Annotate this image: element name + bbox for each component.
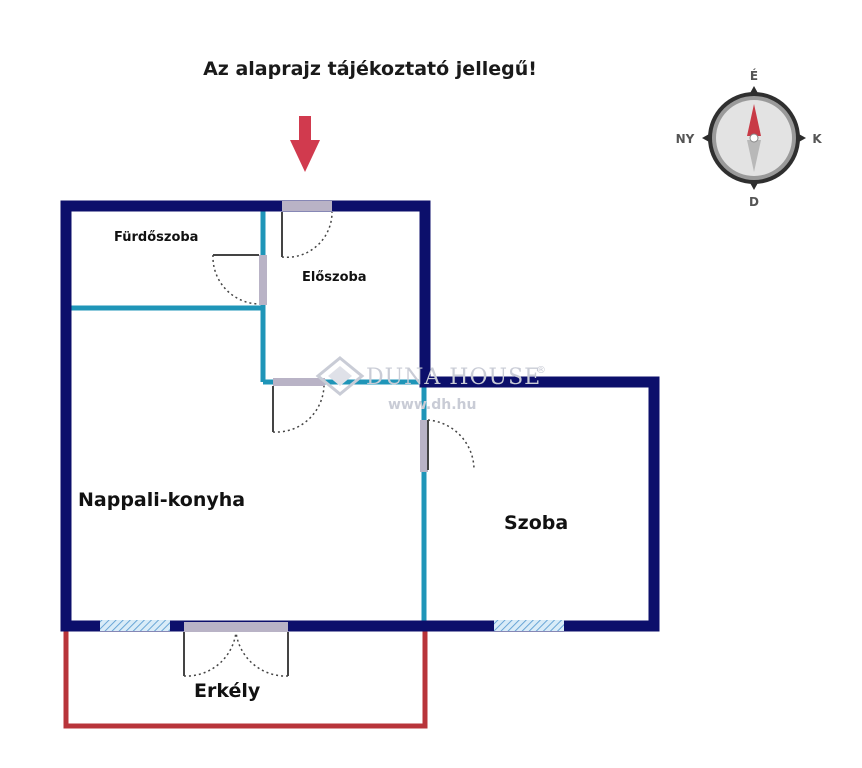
outer-walls <box>60 200 660 632</box>
disclaimer-notice: Az alaprajz tájékoztató jellegű! <box>203 58 537 80</box>
room-label-bathroom: Fürdőszoba <box>114 230 198 245</box>
watermark-url: www.dh.hu <box>388 397 476 413</box>
compass-west-label: NY <box>676 132 695 146</box>
bathroom-door <box>212 254 267 305</box>
entrance-arrow-icon <box>290 116 320 172</box>
room-label-room: Szoba <box>504 512 568 534</box>
compass-rose-icon <box>702 86 806 190</box>
watermark-registered-mark: ® <box>536 365 546 376</box>
balcony-door <box>183 622 289 677</box>
compass-east-label: K <box>812 132 822 146</box>
balcony-railing <box>63 626 428 729</box>
room-label-living-kitchen: Nappali-konyha <box>78 489 245 511</box>
room-label-hall: Előszoba <box>302 270 367 285</box>
window-living <box>100 620 170 631</box>
entrance-door <box>281 201 333 259</box>
living-room-door <box>272 378 325 433</box>
inner-walls <box>70 210 427 622</box>
room-door <box>420 419 475 472</box>
window-room <box>494 620 564 631</box>
watermark: DUNA HOUSE www.dh.hu <box>315 356 541 413</box>
watermark-brand: DUNA HOUSE <box>366 365 541 390</box>
duna-house-logo-icon <box>315 356 365 396</box>
compass-north-label: É <box>750 68 758 83</box>
room-label-balcony: Erkély <box>194 680 261 702</box>
compass-south-label: D <box>749 195 759 209</box>
